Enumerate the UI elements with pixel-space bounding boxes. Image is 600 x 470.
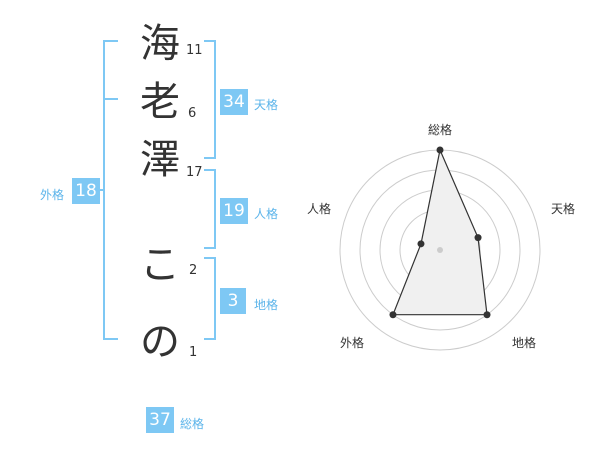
stroke-count-4: 2 — [189, 263, 198, 278]
name-char-4: こ — [140, 242, 180, 288]
radar-center-dot — [437, 247, 443, 253]
radar-label-gaikaku: 外格 — [340, 335, 364, 350]
gaikaku-value: 18 — [72, 178, 100, 204]
radar-point-tenkaku — [474, 234, 482, 242]
chikaku-value: 3 — [220, 288, 246, 314]
jinkaku-label: 人格 — [254, 207, 279, 221]
radar-points — [389, 146, 491, 319]
gaikaku-label: 外格 — [40, 188, 65, 202]
name-char-5: の — [140, 319, 180, 365]
radar-point-jinkaku — [417, 240, 425, 248]
radar-point-chikaku — [483, 311, 491, 319]
name-char-3: 澤 — [140, 137, 180, 183]
soukaku-value: 37 — [146, 407, 174, 433]
tenkaku-label: 天格 — [254, 98, 279, 112]
chikaku-bracket — [204, 257, 216, 340]
stroke-count-3: 17 — [186, 165, 203, 180]
tenkaku-value: 34 — [220, 89, 248, 115]
name-char-2: 老 — [140, 79, 180, 125]
radar-point-soukaku — [436, 146, 444, 154]
stroke-count-1: 11 — [186, 43, 203, 58]
soukaku-label: 総格 — [180, 417, 205, 431]
stroke-count-2: 6 — [188, 106, 197, 121]
radar-label-soukaku: 総格 — [428, 122, 452, 137]
tenkaku-bracket — [204, 40, 216, 159]
stroke-count-5: 1 — [189, 345, 198, 360]
radar-polygon — [392, 148, 488, 316]
radar-label-jinkaku: 人格 — [307, 201, 331, 216]
name-char-1: 海 — [140, 21, 180, 67]
chikaku-label: 地格 — [254, 298, 279, 312]
jinkaku-value: 19 — [220, 198, 248, 224]
radar-label-tenkaku: 天格 — [551, 201, 575, 216]
radar-point-gaikaku — [389, 311, 397, 319]
jinkaku-bracket — [204, 169, 216, 249]
radar-label-chikaku: 地格 — [512, 335, 536, 350]
